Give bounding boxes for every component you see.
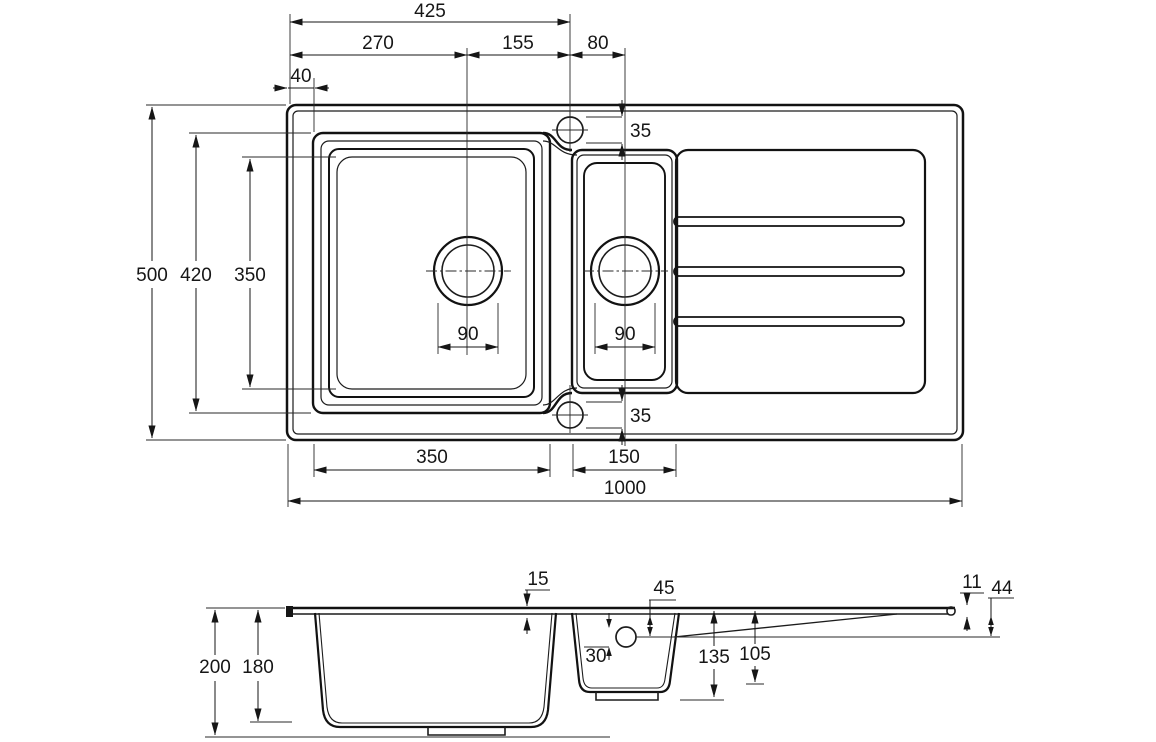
dim-label: 180 — [242, 657, 274, 678]
dim-label: 500 — [136, 265, 168, 286]
tap-hole-bottom — [552, 385, 588, 433]
extension-line — [146, 104, 286, 441]
extension-line — [189, 132, 311, 414]
main-bowl-wall-outer — [313, 612, 558, 729]
small-bowl-rim-outer — [570, 148, 679, 395]
dim-500: 500 — [136, 104, 286, 441]
small-bowl-wall-inner — [575, 612, 676, 689]
arrowhead — [988, 616, 994, 625]
tap-hole-top — [552, 112, 588, 152]
extension-line — [287, 444, 963, 507]
dim-label: 135 — [698, 647, 730, 668]
dim-label: 30 — [585, 646, 606, 667]
main-bowl-floor — [336, 156, 527, 390]
dim-350-depth: 350 — [234, 156, 336, 390]
dim-350-main-bowl-width: 350 — [313, 444, 551, 477]
tap-hole-crosshair — [552, 112, 588, 152]
arrowhead — [606, 647, 612, 656]
dim-45: 45 — [647, 578, 676, 636]
leader-line — [586, 116, 622, 144]
main-bowl-rim-inner — [320, 140, 543, 406]
small-drain — [583, 235, 668, 307]
dim-label: 150 — [608, 447, 640, 468]
plan-view: 425 270 155 80 40 500 4 — [136, 1, 965, 507]
dim-label: 420 — [180, 265, 212, 286]
main-bowl — [311, 131, 578, 415]
dim-label: 40 — [290, 66, 311, 87]
section-view: 200 180 15 45 30 — [199, 569, 1014, 738]
main-drain — [426, 235, 511, 307]
small-bowl-drain-boss — [595, 692, 659, 701]
dim-135: 135 — [680, 610, 730, 701]
dim-label: 35 — [630, 406, 651, 427]
drainer-edge — [674, 148, 927, 395]
main-bowl-opening — [328, 148, 535, 398]
tap-hole-crosshair — [552, 385, 588, 433]
dim-150-small-bowl-width: 150 — [572, 444, 677, 477]
dim-1000: 1000 — [287, 444, 963, 507]
dim-label: 425 — [414, 1, 446, 22]
extension-line — [242, 156, 336, 390]
small-bowl-opening — [583, 162, 666, 381]
main-bowl-section — [313, 612, 558, 736]
main-bowl-rim-outer — [311, 131, 552, 415]
dim-label: 80 — [587, 33, 608, 54]
dim-90-small-drain: 90 — [594, 303, 656, 354]
dim-44: 44 — [988, 578, 1014, 636]
worktop-rim — [286, 606, 956, 617]
dim-label: 200 — [199, 657, 231, 678]
dim-label: 15 — [527, 569, 548, 590]
small-bowl-wall-outer — [570, 612, 681, 694]
drainer-groove — [673, 316, 905, 327]
dim-label: 1000 — [604, 478, 646, 499]
dim-90-main-drain: 90 — [437, 303, 499, 354]
dim-11: 11 — [960, 572, 984, 631]
extension-line — [289, 14, 571, 116]
dim-label: 350 — [234, 265, 266, 286]
dim-label: 11 — [962, 572, 982, 593]
dim-180: 180 — [242, 609, 292, 723]
dim-label: 45 — [653, 578, 674, 599]
dim-label: 44 — [991, 578, 1013, 599]
dim-425: 425 — [289, 1, 571, 116]
dim-35-bottom: 35 — [586, 385, 651, 445]
dim-30: 30 — [584, 613, 612, 667]
dim-label: 155 — [502, 33, 534, 54]
dim-40: 40 — [273, 66, 329, 132]
drainer-groove — [673, 216, 905, 227]
dim-label: 270 — [362, 33, 394, 54]
main-bowl-wall-inner — [318, 612, 553, 724]
dim-label: 90 — [614, 324, 635, 345]
waist-curve-top-outer — [542, 131, 573, 152]
waist-curve-bottom-outer — [542, 391, 573, 415]
small-bowl — [570, 148, 679, 395]
dim-35-top: 35 — [586, 100, 651, 160]
drainer-section — [205, 613, 1000, 738]
rim-right-cap — [946, 606, 956, 616]
dim-label: 105 — [739, 644, 771, 665]
overflow-hole — [615, 626, 637, 648]
dim-200: 200 — [199, 607, 285, 736]
leader-line — [586, 401, 622, 429]
drainer-underside-slope — [673, 613, 898, 638]
arrowhead — [606, 619, 612, 628]
small-bowl-section — [570, 612, 681, 701]
drainer — [673, 148, 927, 395]
dim-label: 350 — [416, 447, 448, 468]
dim-105: 105 — [739, 610, 771, 685]
arrowhead — [647, 616, 653, 625]
arrowhead — [647, 627, 653, 636]
dim-420: 420 — [180, 132, 311, 414]
dim-15: 15 — [523, 569, 550, 634]
dim-label: 35 — [630, 121, 651, 142]
dim-label: 90 — [457, 324, 478, 345]
main-bowl-drain-boss — [427, 727, 506, 736]
arrowhead — [988, 627, 994, 636]
rim-left-cap — [286, 606, 293, 617]
drainer-groove — [673, 266, 905, 277]
